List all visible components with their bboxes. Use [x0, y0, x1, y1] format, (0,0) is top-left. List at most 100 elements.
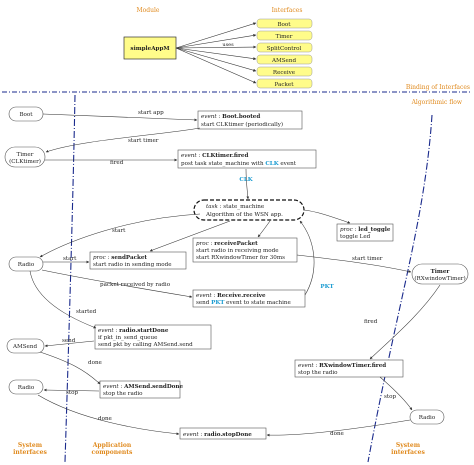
box-amsend-senddone-name: AMSend.sendDone: [123, 384, 183, 390]
svg-text:send PKT event to state machin: send PKT event to state machine: [196, 300, 292, 306]
svg-text:event : Receive.receive: event : Receive.receive: [196, 293, 266, 299]
edge-label-fired-left: fired: [110, 160, 124, 166]
box-receive-packet-kind: proc: [196, 241, 210, 247]
actor-radio-left: [8, 256, 44, 272]
module-label: simpleAppM: [130, 46, 169, 52]
interface-box-receive: [256, 66, 313, 77]
actor-radio-right: [409, 409, 445, 425]
box-receive-packet-name: receivePacket: [214, 241, 258, 247]
edge-label-started: started: [76, 309, 97, 315]
interface-box-splitcontrol: [256, 42, 313, 53]
box-radio-startdone-line1: if pkt_in_send_queue: [98, 335, 158, 341]
interface-label-amsend: AMSend: [271, 58, 297, 64]
footer-system-interfaces-left-1: System: [18, 442, 43, 449]
edge-label-start-b: start: [63, 256, 77, 262]
box-amsend-senddone: event : AMSend.sendDone stop the radio: [99, 380, 183, 399]
box-clktimer-fired-kind: event: [181, 153, 197, 159]
box-boot-booted: event : Boot.booted start CLKtimer (peri…: [197, 110, 303, 130]
svg-text:task : state_machine: task : state_machine: [206, 204, 265, 210]
box-receive-receive-pre: send: [196, 300, 210, 306]
box-amsend-senddone-line1: stop the radio: [103, 391, 143, 397]
interface-label-receive: Receive: [273, 70, 296, 76]
interface-label-boot: Boot: [277, 22, 291, 28]
actor-radio-right-label: Radio: [419, 415, 436, 421]
box-boot-booted-kind: event: [201, 114, 217, 120]
actor-timer-left-line1: Timer: [17, 152, 34, 158]
actor-timer-right-line2: (RXwindowTimer): [414, 275, 465, 282]
box-receive-receive-kind: event: [196, 293, 212, 299]
svg-text:event : Boot.booted: event : Boot.booted: [201, 114, 260, 120]
box-clktimer-fired-keyword: CLK: [265, 161, 279, 167]
box-receive-receive-post: event to state machine: [226, 300, 291, 306]
box-radio-stopdone: event : radio.stopDone: [179, 427, 267, 440]
uses-label: uses: [222, 42, 234, 48]
box-send-packet: proc : sendPacket start radio in sending…: [89, 251, 187, 270]
box-clktimer-fired-pre: post task state_machine with: [181, 161, 264, 167]
actor-radio-bottom-label: Radio: [18, 385, 35, 391]
edge-label-stop-b: stop: [384, 394, 396, 400]
interfaces-heading: Interfaces: [272, 7, 303, 14]
footer-system-interfaces-right-1: System: [396, 442, 421, 449]
box-clktimer-fired-post: event: [280, 161, 296, 167]
box-send-packet-name: sendPacket: [111, 255, 147, 261]
box-led-toggle-kind: proc: [340, 227, 354, 233]
box-clktimer-fired: event : CLKtimer.fired post task state_m…: [177, 149, 317, 169]
interface-list: Boot Timer SplitControl AMSend Receive P…: [256, 18, 313, 89]
svg-text:event : AMSend.sendDone: event : AMSend.sendDone: [103, 384, 183, 390]
box-receive-packet-line1: start radio in receiving mode: [196, 248, 279, 254]
edge-label-packet-received: packet received by radio: [100, 282, 171, 288]
algorithmic-flow-label: Algorithmic flow: [411, 99, 463, 106]
box-receive-packet: proc : receivePacket start radio in rece…: [192, 237, 298, 263]
left-column-divider: [64, 94, 76, 463]
box-led-toggle-name: led_toggle: [358, 227, 391, 233]
svg-text:event : radio.startDone: event : radio.startDone: [98, 328, 169, 334]
right-column-divider: [367, 114, 433, 463]
edge-label-fired-right: fired: [364, 319, 378, 325]
actor-timer-right-line1: Timer: [431, 269, 450, 275]
box-radio-startdone-line2: send pkt by calling AMSend.send: [98, 342, 193, 348]
binding-label: Binding of Interfaces: [406, 84, 470, 91]
flow-edges: [29, 113, 441, 437]
svg-text:proc : sendPacket: proc : sendPacket: [93, 255, 147, 261]
box-rxwindow-fired: event : RXwindowTimer.fired stop the rad…: [294, 359, 404, 378]
footer-system-interfaces-left-2: interfaces: [13, 449, 47, 456]
actor-timer-right: [411, 263, 469, 285]
edge-label-send: send: [62, 338, 76, 344]
actor-timer-left: [4, 146, 46, 168]
box-state-machine: task : state_machine Algorithm of the WS…: [193, 199, 305, 221]
box-led-toggle: proc : led_toggle toggle Led: [336, 223, 394, 242]
interface-label-splitcontrol: SplitControl: [267, 46, 302, 52]
actor-amsend-label: AMSend: [12, 344, 38, 350]
edge-label-start-app: start app: [138, 110, 164, 116]
box-rxwindow-fired-name: RXwindowTimer.fired: [319, 363, 386, 369]
edge-label-start-a: start: [112, 228, 126, 234]
interface-label-timer: Timer: [276, 34, 293, 40]
svg-text:post task state_machine with C: post task state_machine with CLK event: [181, 161, 297, 167]
uses-connectors: [175, 22, 257, 84]
box-rxwindow-fired-kind: event: [298, 363, 314, 369]
footer-application-components-1: Application: [92, 442, 132, 449]
interface-box-boot: [256, 18, 313, 29]
actor-radio-left-label: Radio: [18, 262, 35, 268]
svg-text:event : RXwindowTimer.fired: event : RXwindowTimer.fired: [298, 363, 386, 369]
actor-radio-bottom: [8, 379, 44, 395]
box-send-packet-line1: start radio in sending mode: [93, 262, 172, 268]
box-radio-startdone-name: radio.startDone: [119, 328, 169, 334]
box-boot-booted-line1: start CLKtimer (periodically): [201, 121, 283, 128]
footer-system-interfaces-right-2: interfaces: [391, 449, 425, 456]
box-radio-startdone-kind: event: [98, 328, 114, 334]
box-receive-packet-line2: start RXwindowTimer for 30ms: [196, 255, 285, 261]
edge-label-pkt: PKT: [320, 284, 334, 290]
box-radio-startdone: event : radio.startDone if pkt_in_send_q…: [94, 324, 212, 350]
box-radio-stopdone-kind: event: [183, 432, 199, 438]
edge-label-start-timer-top: start timer: [128, 138, 159, 144]
interface-box-packet: [256, 78, 313, 89]
box-led-toggle-line1: toggle Led: [340, 234, 371, 240]
box-receive-receive-name: Receive.receive: [217, 293, 266, 299]
edge-label-done-b: done: [98, 416, 113, 422]
box-clktimer-fired-name: CLKtimer.fired: [202, 153, 248, 159]
actor-timer-left-line2: (CLKtimer): [9, 158, 41, 165]
box-receive-receive-keyword: PKT: [211, 300, 225, 306]
edge-label-done-c: done: [330, 431, 345, 437]
actor-boot-label: Boot: [19, 112, 33, 118]
